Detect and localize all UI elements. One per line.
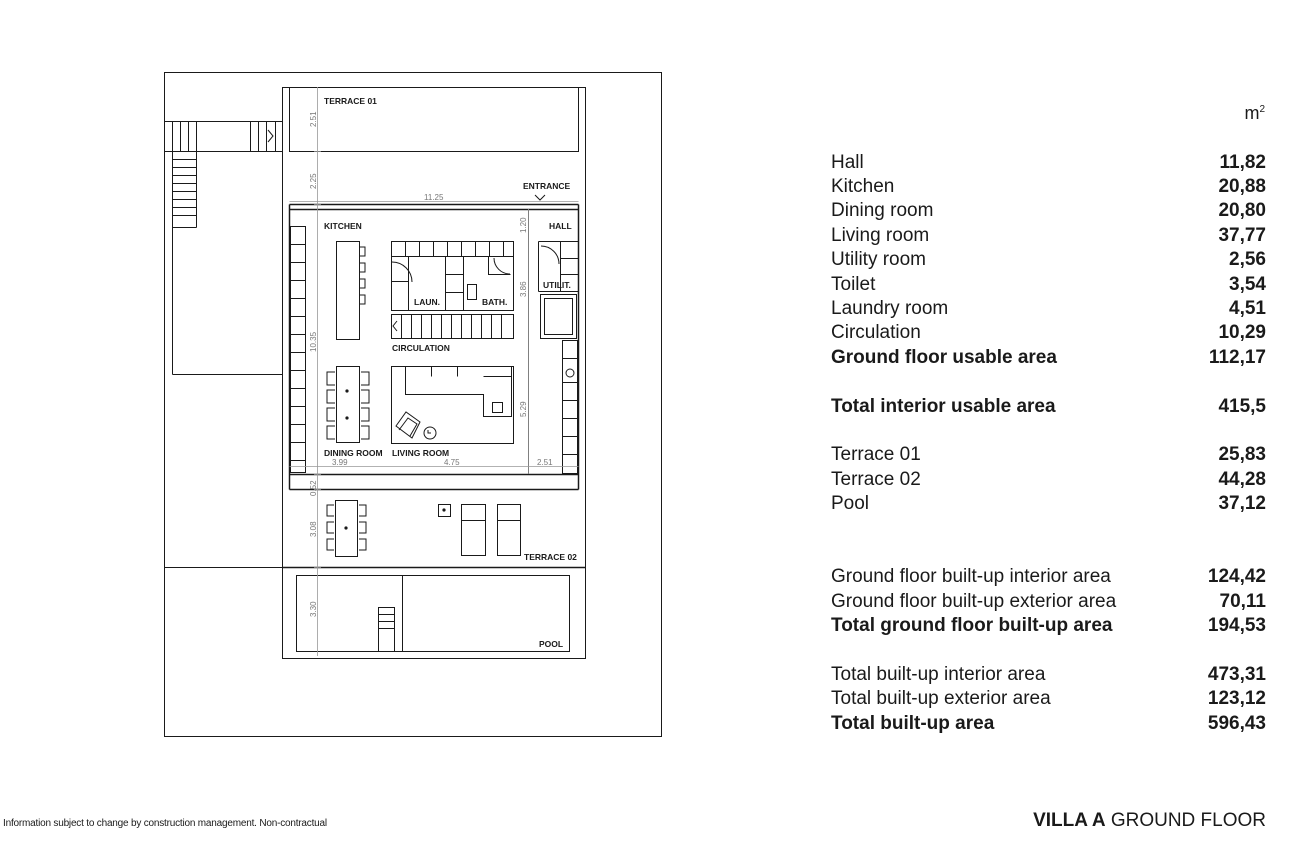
pool-label: POOL (539, 639, 563, 649)
living-label: LIVING ROOM (392, 448, 449, 458)
dim-total-width: 11.25 (424, 193, 444, 202)
hall-counter (562, 340, 578, 474)
stair-top (164, 121, 283, 152)
terrace01-area (289, 87, 579, 152)
dining-label: DINING ROOM (324, 448, 383, 458)
living-room-rug (391, 366, 514, 444)
sofa (405, 366, 512, 417)
lamp (423, 426, 437, 440)
outdoor-side-table (438, 504, 451, 517)
dim-living-width: 4.75 (444, 458, 460, 467)
side-table (492, 402, 503, 413)
dim-terrace01-depth: 2.51 (309, 111, 318, 127)
outdoor-table (335, 500, 358, 557)
laundry-bath-block (391, 241, 514, 311)
laundry-label: LAUN. (414, 297, 440, 307)
entrance-label: ENTRANCE (523, 181, 571, 191)
dim-hall-entry: 1.20 (519, 217, 528, 233)
pool-steps (378, 607, 395, 652)
disclaimer: Information subject to change by constru… (3, 818, 327, 829)
sun-loungers (461, 504, 521, 556)
dining-chairs (326, 371, 370, 440)
entrance-arrow-icon (534, 194, 546, 201)
dim-dining-width: 3.99 (332, 458, 348, 467)
kitchen-label: KITCHEN (324, 221, 362, 231)
south-wall (289, 473, 579, 491)
dim-pool-depth: 3.30 (309, 601, 318, 617)
terrace01-label: TERRACE 01 (324, 96, 377, 106)
villa-outline (282, 87, 586, 659)
page-title: VILLA A GROUND FLOOR (1033, 810, 1266, 831)
stair-side (172, 151, 283, 375)
laundry-door (391, 261, 413, 283)
bar-stools (360, 246, 366, 305)
dim-terrace02-depth: 3.08 (309, 521, 318, 537)
armchair (395, 411, 421, 439)
dim-hall-width: 2.51 (537, 458, 553, 467)
bath-label: BATH. (482, 297, 507, 307)
dim-hall-length: 3.86 (519, 281, 528, 297)
circulation-label: CIRCULATION (392, 343, 450, 353)
dim-living-length: 5.29 (519, 401, 528, 417)
north-wall (289, 203, 579, 211)
stair-arrow (267, 129, 274, 143)
kitchen-island (336, 241, 360, 340)
circulation-stair (391, 314, 514, 339)
dim-interior-length: 10.35 (309, 331, 318, 352)
utility-label: UTILIT. (543, 280, 571, 290)
toilet (467, 284, 477, 300)
hall-label: HALL (549, 221, 572, 231)
hall-closet (538, 241, 579, 292)
dining-table (336, 366, 360, 443)
utility-box (540, 294, 577, 339)
unit-label: m2 (1244, 103, 1265, 123)
dim-entry-depth: 2.25 (309, 173, 318, 189)
dim-wall-gap: 0.52 (309, 480, 318, 496)
side-walls (288, 204, 580, 490)
pool (296, 575, 570, 652)
terrace02-label: TERRACE 02 (524, 552, 577, 562)
outdoor-chairs (326, 504, 367, 551)
plot-outline (164, 72, 662, 737)
kitchen-counter-left (290, 226, 306, 473)
